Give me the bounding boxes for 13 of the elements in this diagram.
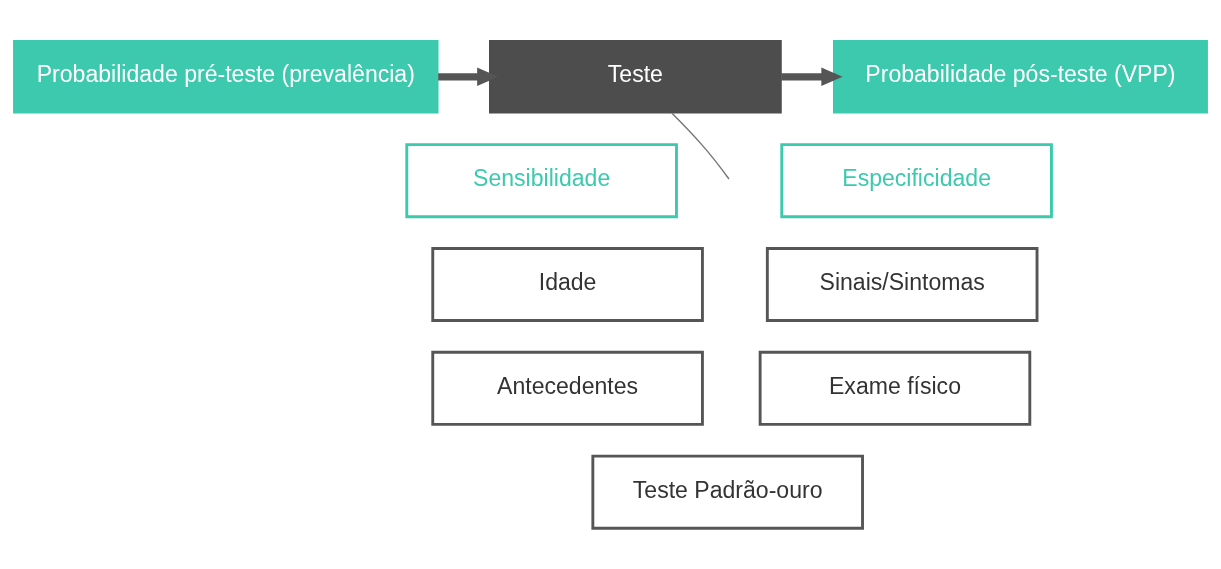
- arrow: [781, 67, 843, 87]
- node-box: Antecedentes: [431, 350, 704, 426]
- connector: [671, 112, 730, 180]
- node-box: Probabilidade pré-teste (prevalência): [13, 40, 439, 114]
- node-box: Especificidade: [780, 143, 1053, 219]
- node-box: Teste Padrão-ouro: [591, 454, 864, 530]
- node-box: Idade: [431, 247, 704, 322]
- node-box: Exame físico: [758, 350, 1032, 426]
- node-box: Teste: [489, 40, 782, 114]
- node-box: Sensibilidade: [405, 143, 678, 219]
- node-box: Probabilidade pós-teste (VPP): [832, 40, 1208, 114]
- arrow: [438, 67, 499, 87]
- node-box: Sinais/Sintomas: [765, 247, 1039, 322]
